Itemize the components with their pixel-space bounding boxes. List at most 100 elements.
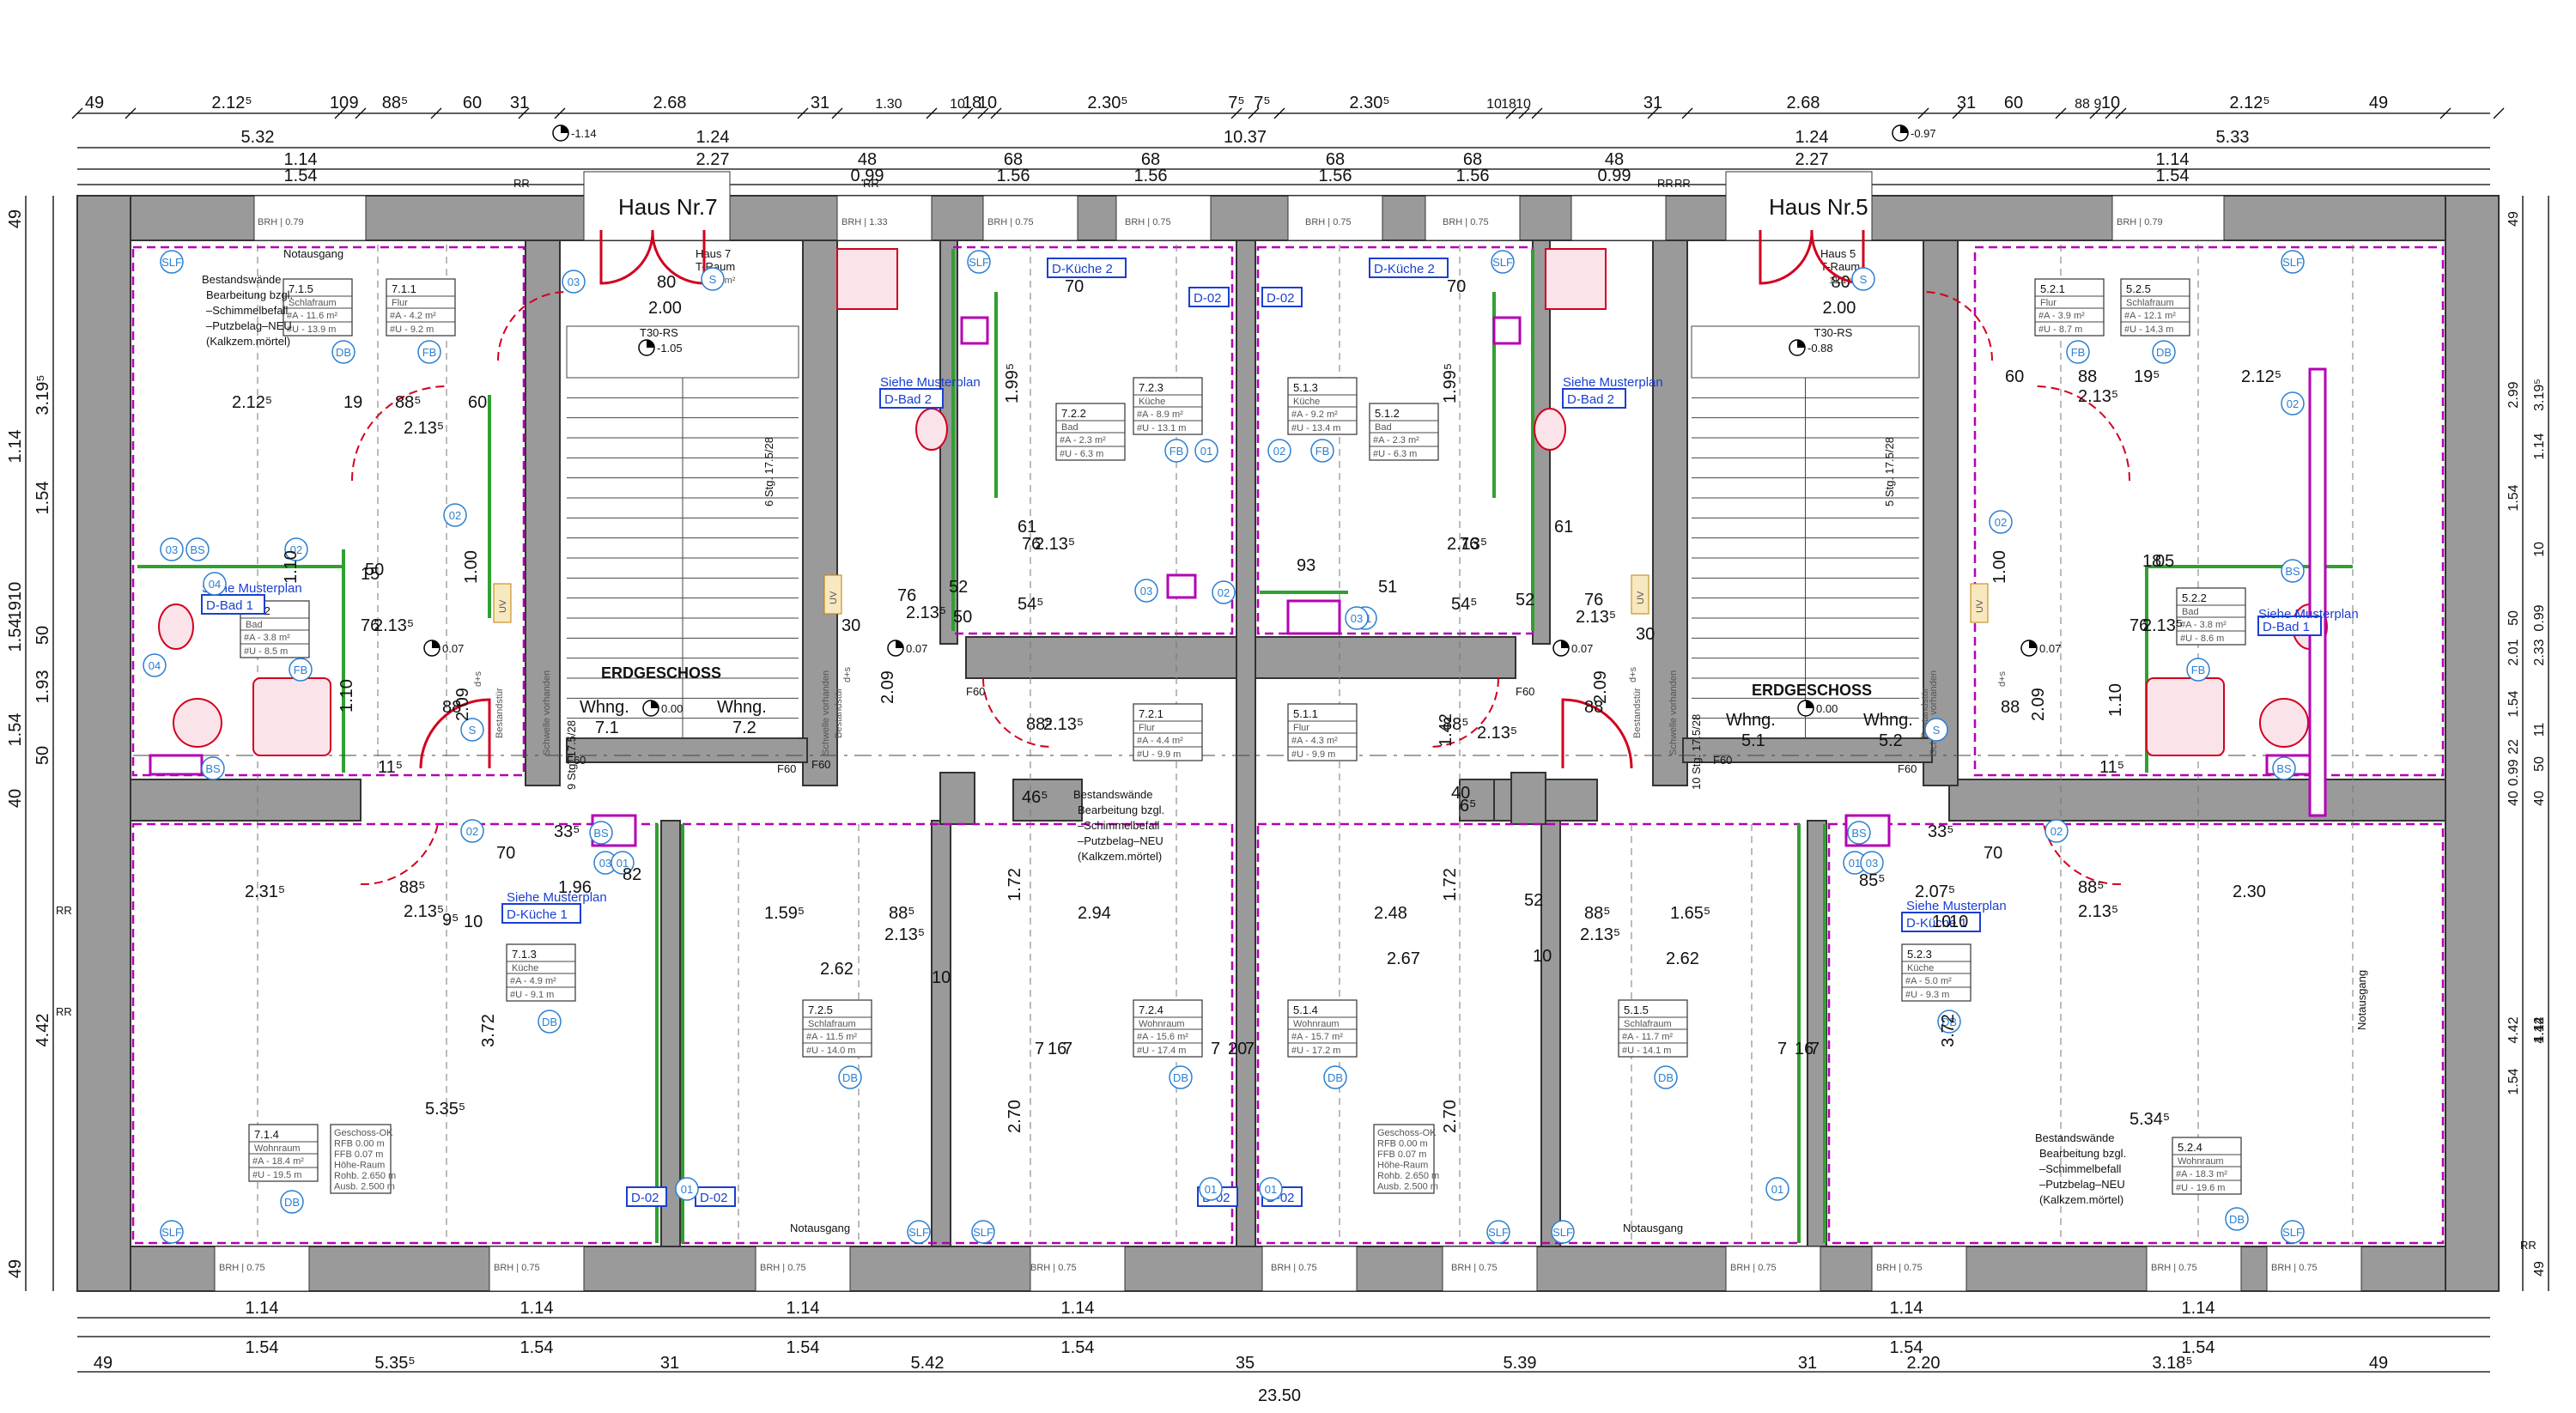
room-perimeter: #U - 9.2 m <box>390 324 434 335</box>
sill-height-label: BRH | 0.75 <box>1271 1263 1317 1273</box>
dimension-label: 0.99 <box>2506 759 2521 785</box>
interior-dimension: 2.13⁵ <box>1580 925 1620 944</box>
level-info-line: Rohb. 2.650 m <box>1377 1171 1439 1181</box>
code-marker: SLF <box>160 250 184 274</box>
code-marker: 01 <box>675 1177 699 1201</box>
interior-dimension: 2.13⁵ <box>1043 715 1084 734</box>
note-title: Bestandswände <box>1073 788 1153 801</box>
dimension-label: 10 <box>1486 97 1502 112</box>
interior-dimension: 52 <box>1524 891 1543 910</box>
interior-dimension: 2.12⁵ <box>232 393 272 412</box>
interior-dimension: 2.12⁵ <box>2241 367 2281 386</box>
room-perimeter: #U - 13.4 m <box>1291 423 1340 434</box>
code-marker: DB <box>280 1190 304 1214</box>
stair-landing <box>1691 325 1920 379</box>
fire-rating-label: F60 <box>811 758 830 771</box>
note-line: –Putzbelag–NEU <box>206 319 292 332</box>
interior-dimension: 52 <box>1516 591 1534 609</box>
interior-dimension: 88⁵ <box>889 904 915 923</box>
dimension-label: 1.93 <box>33 670 52 704</box>
dimension-label: 2.20 <box>1907 1354 1941 1373</box>
dimension-label: 2.68 <box>653 94 687 112</box>
top-windows <box>253 171 2225 241</box>
interior-dimension: 2.70 <box>1441 1100 1460 1133</box>
interior-dimension: 33⁵ <box>1928 822 1954 841</box>
code-marker-label: S <box>1860 273 1868 286</box>
plan-reference-box <box>1188 287 1230 307</box>
room-name: Bad <box>1375 422 1392 433</box>
code-marker-label: DB <box>336 346 351 359</box>
room-perimeter: #U - 6.3 m <box>1373 449 1417 459</box>
plan-note: Siehe Musterplan <box>507 890 607 905</box>
code-marker-label: 02 <box>290 543 302 556</box>
interior-dimension: 3.72 <box>479 1014 498 1047</box>
dimension-label: 1.30 <box>875 97 902 112</box>
code-marker: FB <box>289 658 313 682</box>
room-perimeter: #U - 19.6 m <box>2176 1183 2225 1193</box>
dimension-label: 18 <box>1501 97 1516 112</box>
interior-dimension: 88⁵ <box>395 393 422 412</box>
dimension-label: 9 <box>2094 97 2102 112</box>
room-area: #A - 5.0 m² <box>1905 976 1952 986</box>
plan-reference-box <box>879 388 944 409</box>
fire-rating-label: F60 <box>1898 762 1917 775</box>
note-line: –Putzbelag–NEU <box>2039 1178 2125 1191</box>
code-marker-label: SLF <box>1492 256 1513 269</box>
room-name: Schlafraum <box>808 1019 856 1029</box>
room-area: #A - 4.4 m² <box>1137 736 1183 746</box>
code-marker: 03 <box>593 851 617 875</box>
dimension-label: 49 <box>2369 94 2388 112</box>
plan-reference-box <box>1369 258 1449 278</box>
dimension-label: 1.14 <box>2156 150 2190 169</box>
interior-dimension: 76 <box>1584 591 1603 609</box>
code-marker: 02 <box>443 503 467 527</box>
code-marker-label: BS <box>2285 565 2300 578</box>
interior-dimension: 60 <box>468 393 487 412</box>
interior-dimension: 70 <box>1984 844 2002 863</box>
dimension-label: 50 <box>33 746 52 765</box>
code-marker: SLF <box>967 250 991 274</box>
code-marker-label: 02 <box>466 825 478 838</box>
dimension-label: 48 <box>858 150 877 169</box>
code-marker: DB <box>331 340 355 364</box>
code-marker: BS <box>2281 559 2305 583</box>
code-marker: 01 <box>1259 1177 1283 1201</box>
interior-dimension: 7 <box>1777 1040 1787 1058</box>
level-marker: 0.07 <box>1552 640 1593 657</box>
rain-pipe-label: RR <box>863 177 879 190</box>
room-perimeter: #U - 13.1 m <box>1137 423 1186 434</box>
level-info-line: Ausb. 2.500 m <box>334 1182 395 1192</box>
dimension-label: 40 <box>2532 791 2547 806</box>
interior-dimension: 50 <box>953 608 972 627</box>
emergency-exit-label: Notausgang <box>1623 1222 1683 1234</box>
interior-dimension: 61 <box>1018 518 1036 537</box>
note-line: –Putzbelag–NEU <box>1078 834 1163 847</box>
code-marker: 02 <box>284 537 308 561</box>
code-marker: S <box>701 267 725 291</box>
code-marker: SLF <box>2281 1220 2305 1244</box>
plan-reference: D-02 <box>631 1191 659 1205</box>
interior-dimension: 19 <box>343 393 362 412</box>
code-marker-label: 01 <box>617 857 629 870</box>
dimension-label: 1.56 <box>1319 167 1352 185</box>
dimension-label: 2.68 <box>1787 94 1820 112</box>
room-area: #A - 8.9 m² <box>1137 409 1183 420</box>
note-line: –Schimmelbefall <box>2039 1162 2121 1175</box>
code-marker: 03 <box>1134 579 1158 603</box>
dimension-label: 3.19⁵ <box>33 374 52 415</box>
fire-door-label: T30-RS <box>1814 326 1853 339</box>
interior-dimension: 2.09 <box>453 688 472 721</box>
dimension-label: 1.56 <box>997 167 1030 185</box>
code-marker-label: BS <box>205 762 221 775</box>
code-marker-label: S <box>469 724 477 737</box>
interior-dimension: 2.13⁵ <box>2142 616 2183 635</box>
dimension-label: 1.54 <box>787 1338 820 1357</box>
code-marker: DB <box>1323 1065 1347 1089</box>
interior-dimension: 1.00 <box>462 550 481 584</box>
room-number: 5.1.4 <box>1293 1004 1318 1016</box>
room-area: #A - 15.6 m² <box>1137 1032 1188 1042</box>
